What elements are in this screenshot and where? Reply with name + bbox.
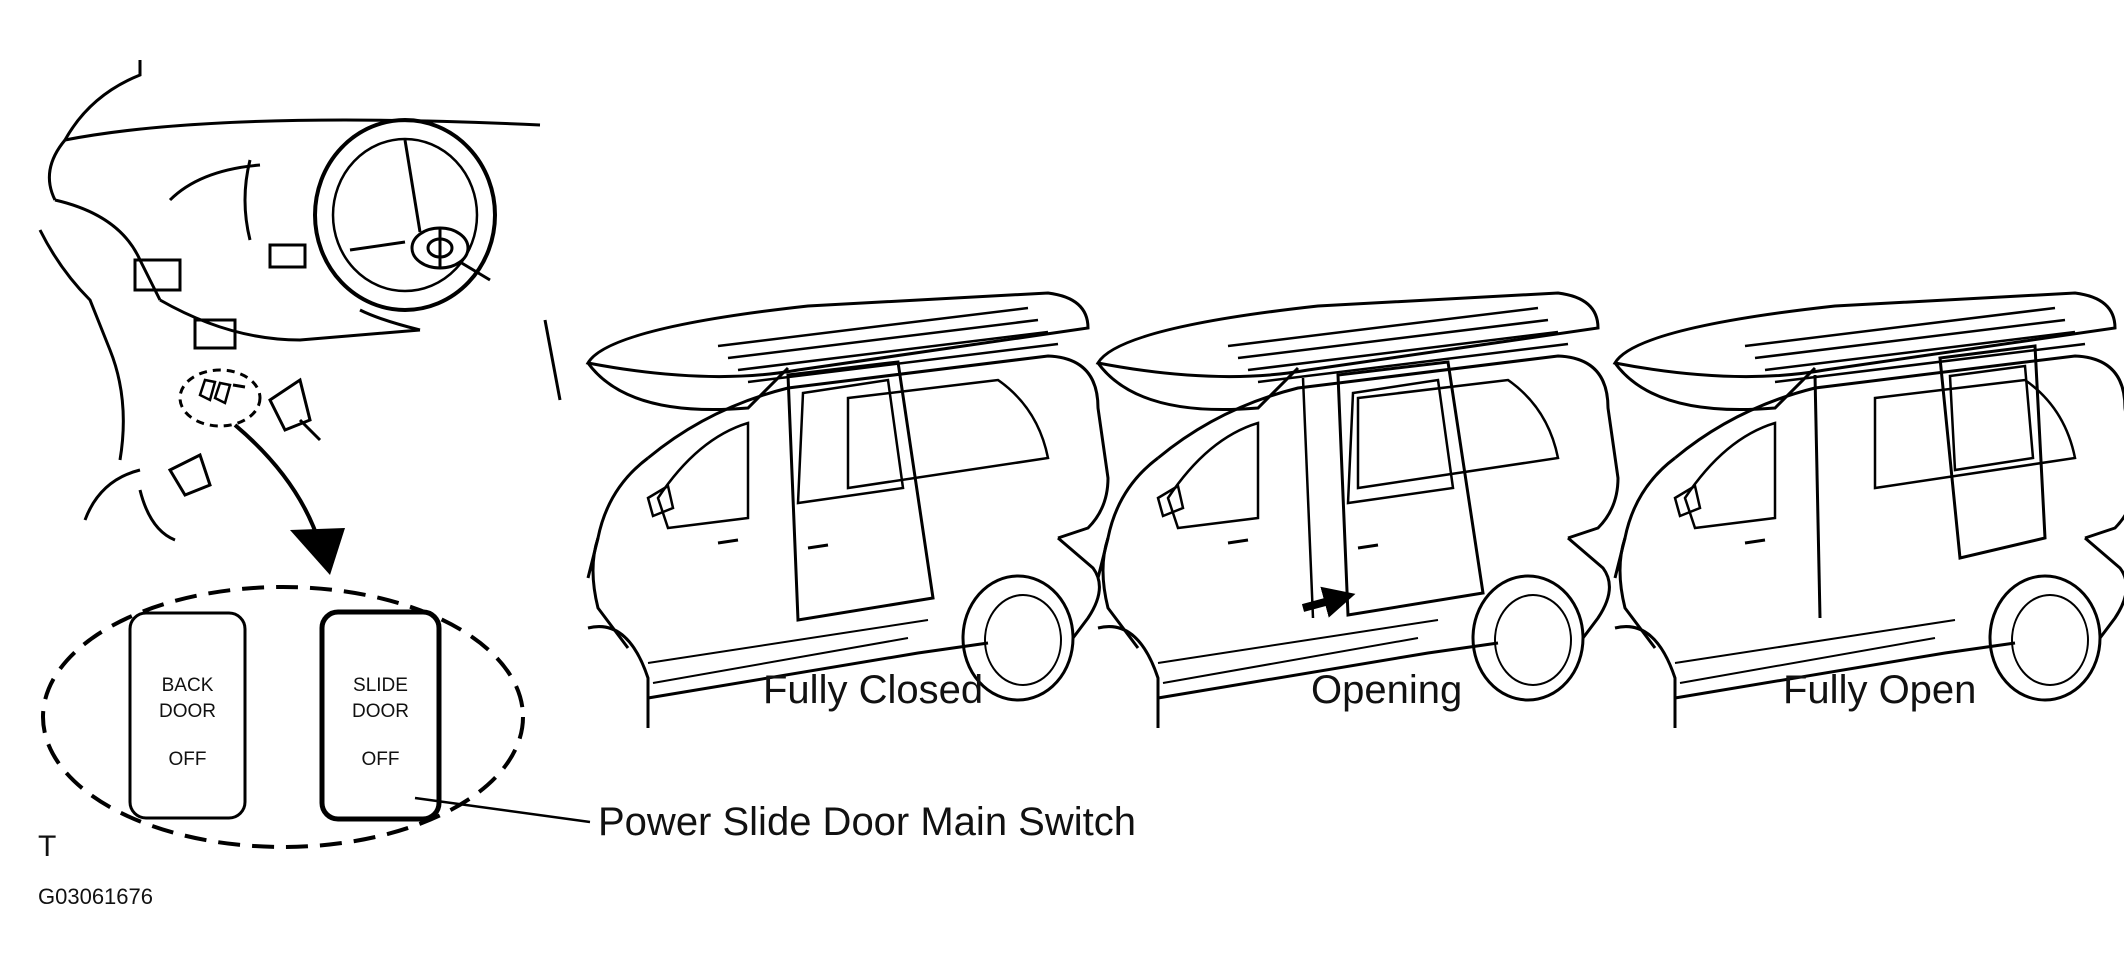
zoom-arrowhead bbox=[290, 528, 345, 575]
slide-door-switch bbox=[319, 609, 442, 822]
slide-door-label-line1: SLIDE bbox=[353, 675, 408, 696]
back-door-switch bbox=[128, 611, 247, 820]
door-opening bbox=[1813, 374, 1822, 619]
back-door-state: OFF bbox=[168, 749, 207, 770]
van-opening bbox=[1096, 291, 1620, 730]
slide-door-opening bbox=[1336, 360, 1485, 617]
caption-fully-closed: Fully Closed bbox=[763, 668, 984, 712]
callout-leader-line bbox=[414, 796, 591, 824]
caption-opening: Opening bbox=[1311, 668, 1463, 712]
back-door-label-line2: DOOR bbox=[159, 701, 216, 722]
corner-mark: T bbox=[38, 830, 57, 863]
van-fully-closed bbox=[586, 291, 1110, 730]
back-door-label-line1: BACK bbox=[161, 675, 214, 696]
slide-door-label-line2: DOOR bbox=[352, 701, 409, 722]
slide-door-open bbox=[1938, 344, 2047, 560]
slide-door-closed bbox=[786, 360, 935, 622]
switch-panel-outline bbox=[41, 585, 525, 849]
zoom-arrow bbox=[233, 423, 322, 546]
opening-direction-arrow bbox=[1301, 586, 1356, 618]
dashboard-illustration bbox=[38, 60, 562, 542]
slide-door-switch-label: SLIDE DOOR OFF bbox=[322, 673, 439, 773]
callout-label: Power Slide Door Main Switch bbox=[598, 800, 1136, 844]
back-door-switch-label: BACK DOOR OFF bbox=[130, 673, 245, 773]
van-fully-open bbox=[1613, 291, 2124, 730]
caption-fully-open: Fully Open bbox=[1783, 668, 1977, 712]
figure-id: G03061676 bbox=[38, 884, 153, 909]
slide-door-state: OFF bbox=[361, 749, 400, 770]
switch-highlight-circle bbox=[178, 368, 262, 428]
